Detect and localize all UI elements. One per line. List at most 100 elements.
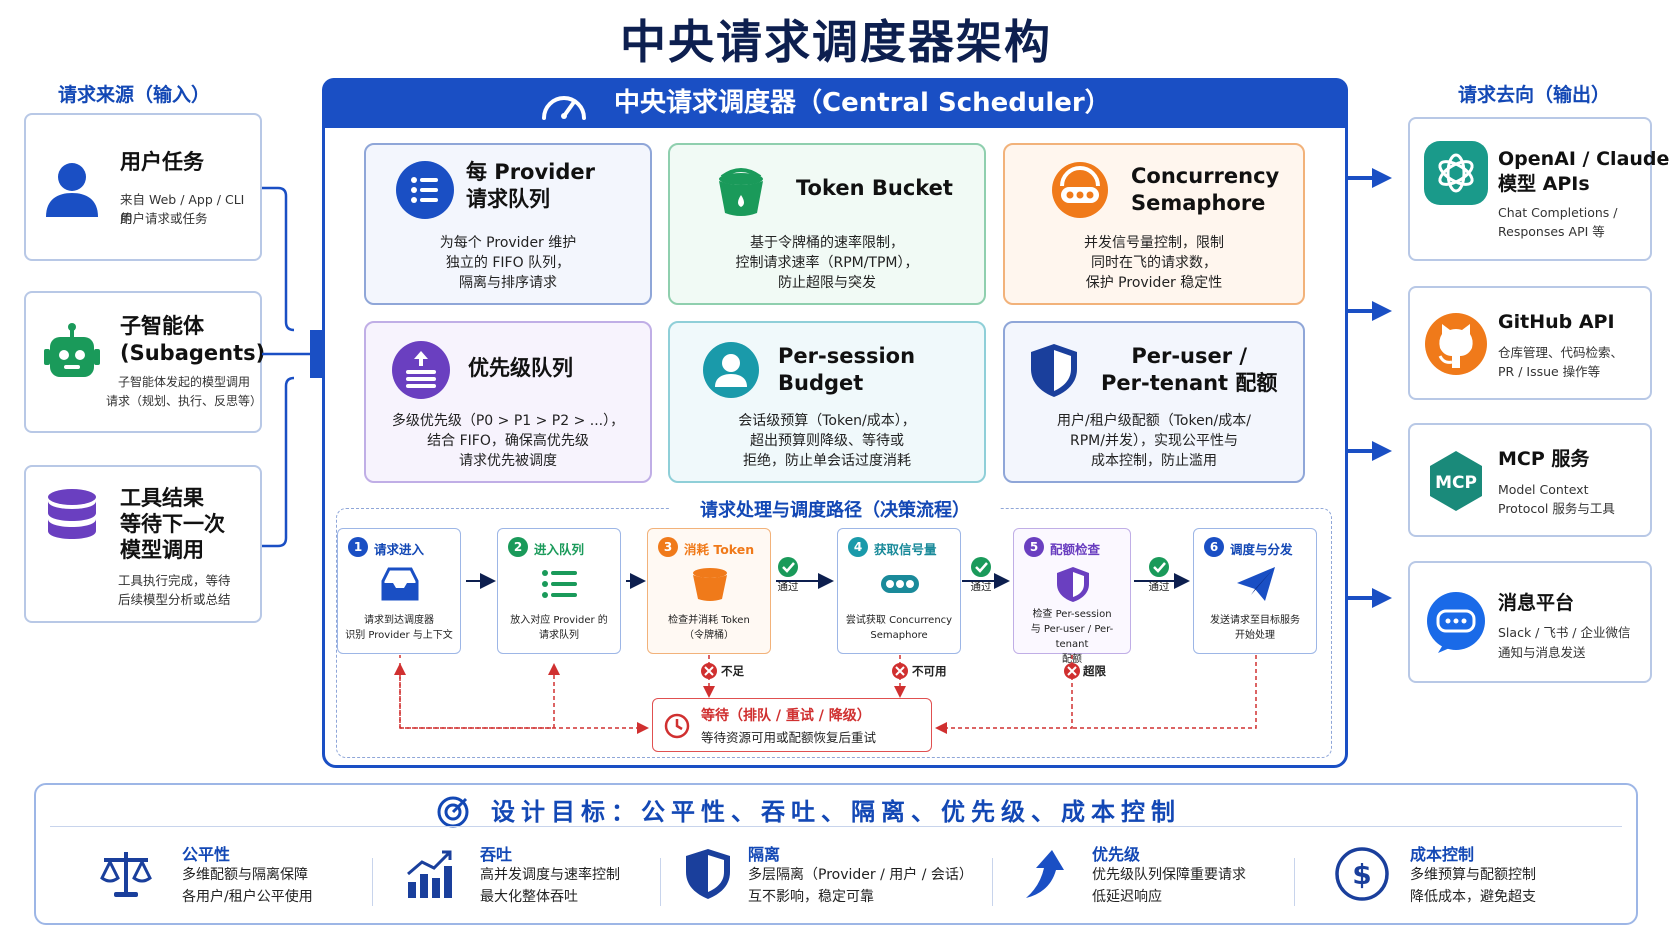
output-card-openai-claude: OpenAI / Claude 模型 APIs Chat Completions… [1408, 117, 1669, 261]
fail-label: 超限 [1083, 664, 1106, 678]
feature-card-tenant-quota: Per-user / Per-tenant 配额 用户/租户级配额（Token/… [1003, 321, 1305, 483]
pass-label: 通过 [970, 581, 992, 593]
step-label: 消耗 Token [684, 542, 755, 557]
goal-priority: 优先级 优先级队列保障重要请求低延迟响应 [1008, 836, 1298, 916]
user-icon [46, 163, 98, 217]
scheduler-title: 中央请求调度器（Central Scheduler） [614, 88, 1111, 118]
output-desc-line: Chat Completions / [1498, 205, 1618, 220]
openai-icon [1424, 141, 1488, 205]
bucket-icon [693, 568, 727, 601]
github-icon [1425, 313, 1487, 375]
semaphore-icon [881, 575, 919, 593]
pass-label: 通过 [777, 581, 799, 593]
input-desc-line: 子智能体发起的模型调用 [118, 375, 251, 389]
goal-desc: 优先级队列保障重要请求低延迟响应 [1092, 867, 1246, 905]
output-desc-line: PR / Issue 操作等 [1498, 364, 1601, 379]
step-number: 6 [1204, 537, 1224, 557]
goals-divider [50, 826, 1622, 827]
output-card-messaging: 消息平台 Slack / 飞书 / 企业微信 通知与消息发送 [1408, 561, 1652, 683]
feature-desc: 多级优先级（P0 > P1 > P2 > ...），结合 FIFO，确保高优先级… [391, 413, 625, 469]
input-card-subagents: 子智能体 (Subagents) 子智能体发起的模型调用 请求（规划、执行、反思… [24, 291, 266, 433]
output-desc-line: Model Context [1498, 482, 1589, 497]
output-arrows [1348, 168, 1392, 608]
pass-check-icon [778, 557, 1169, 577]
step-number: 3 [658, 537, 678, 557]
feature-desc: 用户/租户级配额（Token/成本/RPM/并发），实现公平性与成本控制，防止滥… [1057, 413, 1251, 469]
output-title: MCP 服务 [1498, 448, 1590, 470]
mcp-icon: MCP [1430, 451, 1482, 511]
list-icon [396, 161, 454, 219]
goal-desc: 多层隔离（Provider / 用户 / 会话）互不影响，稳定可靠 [748, 867, 973, 905]
shield-icon [1057, 567, 1089, 602]
feature-card-concurrency-semaphore: Concurrency Semaphore 并发信号量控制，限制同时在飞的请求数… [1003, 143, 1305, 305]
up-arrow-icon [1026, 850, 1064, 898]
goal-separator [372, 858, 373, 906]
goal-separator [660, 858, 661, 906]
send-icon [1237, 567, 1275, 601]
feature-title: Per-user / Per-tenant 配额 [1101, 344, 1278, 395]
wait-retry-box: 等待（排队 / 重试 / 降级） 等待资源可用或配额恢复后重试 [652, 698, 932, 752]
speedometer-icon [542, 96, 586, 120]
input-desc-line: 工具执行完成，等待 [118, 573, 231, 588]
step-desc: 请求到达调度器识别 Provider 与上下文 [345, 615, 453, 641]
step-label: 请求进入 [374, 542, 425, 557]
input-desc-line: 来自 Web / App / CLI 的 [120, 192, 245, 226]
feature-title: 优先级队列 [468, 356, 573, 380]
robot-icon [44, 323, 100, 377]
input-title: 子智能体 (Subagents) [120, 314, 266, 365]
priority-icon [392, 341, 450, 399]
flow-step-2: 2 进入队列 放入对应 Provider 的请求队列 [497, 528, 621, 654]
decision-flow-title: 请求处理与调度路径（决策流程） [670, 496, 1000, 522]
wait-desc: 等待资源可用或配额恢复后重试 [701, 730, 877, 745]
step-label: 进入队列 [534, 542, 585, 557]
feature-desc: 会话级预算（Token/成本），超出预算则降级、等待或拒绝，防止单会话过度消耗 [738, 413, 916, 469]
output-desc-line: 通知与消息发送 [1498, 645, 1586, 660]
outputs-heading: 请求去向（输出） [1457, 84, 1610, 106]
page-title: 中央请求调度器架构 [620, 15, 1052, 69]
fail-label: 不足 [721, 664, 744, 678]
flow-connectors [394, 557, 1257, 734]
list-icon [542, 570, 577, 598]
feature-title: 每 Provider 请求队列 [466, 160, 596, 211]
feature-desc: 基于令牌桶的速率限制，控制请求速率（RPM/TPM），防止超限与突发 [735, 235, 919, 291]
semaphore-icon [1052, 162, 1108, 218]
goal-cost-control: $ 成本控制 多维预算与配额控制降低成本，避免超支 [1326, 836, 1616, 916]
dollar-icon: $ [1335, 847, 1389, 901]
step-desc: 放入对应 Provider 的请求队列 [510, 615, 608, 641]
chat-icon [1427, 592, 1485, 653]
output-title: GitHub API [1498, 311, 1615, 333]
fail-label: 不可用 [912, 664, 947, 678]
scheduler-title-bar: 中央请求调度器（Central Scheduler） [322, 78, 1348, 128]
step-label: 配额检查 [1050, 542, 1101, 557]
step-number: 2 [508, 537, 528, 557]
svg-text:$: $ [1352, 858, 1371, 891]
flow-step-3: 3 消耗 Token 检查并消耗 Token（令牌桶） [647, 528, 771, 654]
goal-separator [1294, 858, 1295, 906]
output-desc-line: Protocol 服务与工具 [1498, 501, 1615, 516]
clock-icon [664, 713, 690, 739]
input-desc-line: 用户请求或任务 [120, 211, 208, 226]
svg-text:MCP: MCP [1435, 473, 1477, 493]
input-title: 工具结果 等待下一次 模型调用 [120, 486, 225, 562]
input-desc-line: 后续模型分析或总结 [118, 592, 231, 607]
feature-title: Per-session Budget [778, 344, 916, 395]
step-desc: 发送请求至目标服务开始处理 [1210, 615, 1300, 641]
output-desc-line: Responses API 等 [1498, 224, 1605, 239]
output-card-github: GitHub API 仓库管理、代码检索、 PR / Issue 操作等 [1408, 286, 1652, 400]
feature-desc: 并发信号量控制，限制同时在飞的请求数，保护 Provider 稳定性 [1084, 235, 1224, 291]
step-number: 1 [348, 537, 368, 557]
session-user-icon [703, 342, 759, 398]
goal-separator [992, 858, 993, 906]
bucket-icon [719, 168, 763, 216]
step-number: 5 [1024, 537, 1044, 557]
goal-desc: 多维配额与隔离保障各用户/租户公平使用 [182, 867, 313, 905]
goal-title: 优先级 [1092, 845, 1141, 864]
goal-title: 公平性 [182, 845, 231, 864]
design-goals-panel [34, 783, 1638, 925]
shield-icon [1031, 344, 1077, 397]
goal-desc: 高并发调度与速率控制最大化整体吞吐 [480, 867, 620, 905]
goal-desc: 多维预算与配额控制降低成本，避免超支 [1410, 867, 1536, 905]
output-desc-line: 仓库管理、代码检索、 [1498, 345, 1624, 360]
